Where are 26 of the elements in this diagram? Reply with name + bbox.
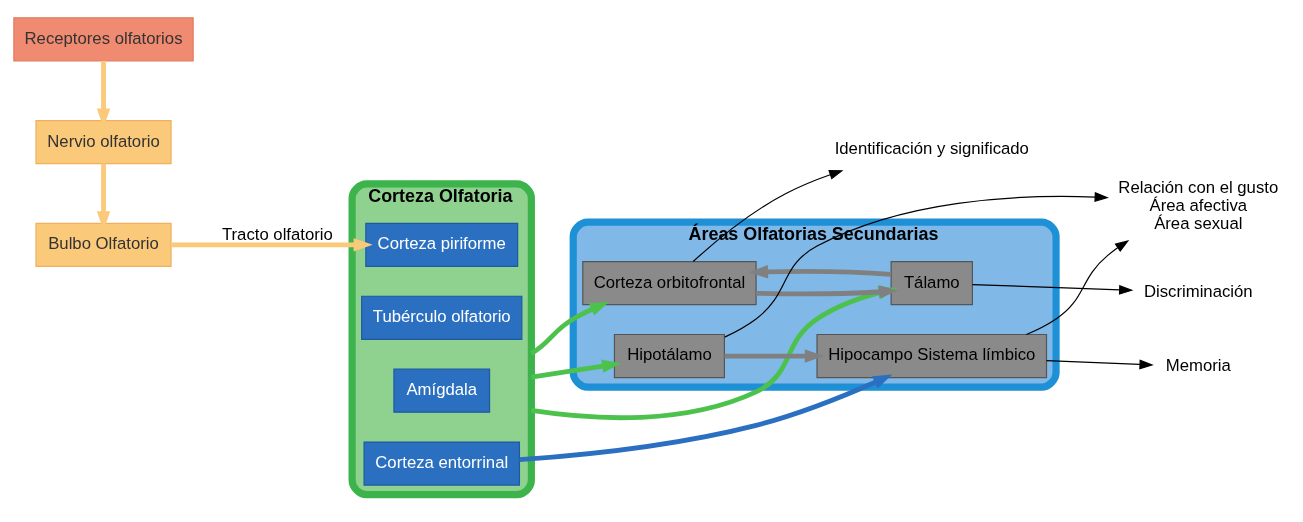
node-box: Nervio olfatorio [35,119,172,165]
node-text: Relación con el gusto Área afectiva Área sexual [1118,178,1279,233]
node-box: Tálamo [890,261,973,306]
node-box: Amígdala [393,368,491,413]
arrow [530,301,610,356]
arrow [971,283,1134,295]
node-text: Discriminación [1143,282,1253,302]
arrow [748,265,892,279]
arrow [724,192,1109,338]
arrow [1045,359,1154,370]
node-box: Hipotálamo [613,333,725,379]
arrow [531,359,622,380]
arrow [519,374,893,463]
arrow [1025,239,1130,336]
node-text: Memoria [1165,356,1231,376]
node-box: Bulbo Olfatorio [35,222,172,267]
arrow [171,238,373,252]
node-box: Hipocampo Sistema límbico [816,333,1048,379]
node-box: Receptores olfatorios [13,17,194,62]
arrow [724,349,824,363]
node-box: Tubérculo olfatorio [361,295,523,340]
node-box: Corteza orbitofrontal [582,261,757,306]
node-box: Corteza entorrinal [363,441,521,486]
node-text: Identificación y significado [834,138,1029,158]
node-box: Corteza piriforme [365,222,519,267]
edge-label: Tracto olfatorio [221,225,333,245]
